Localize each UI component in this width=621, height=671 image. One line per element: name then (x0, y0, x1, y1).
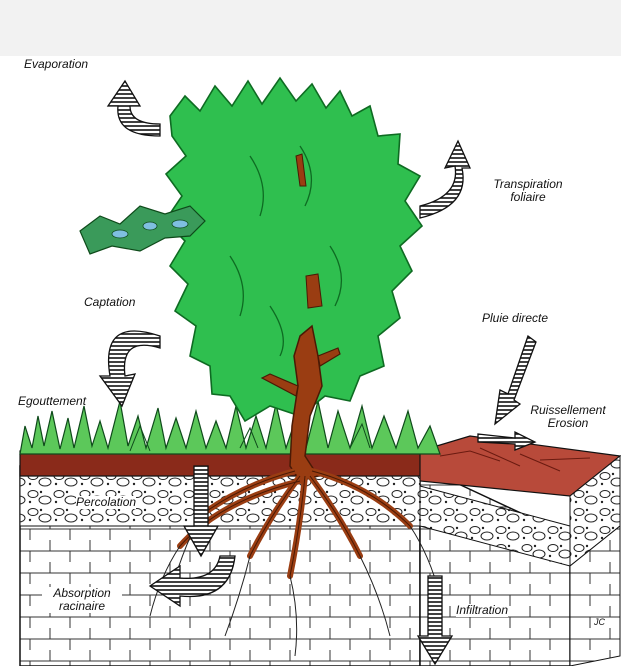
label-evaporation: Evaporation (24, 58, 88, 71)
label-pluie-directe: Pluie directe (482, 312, 548, 325)
label-infiltration: Infiltration (456, 604, 508, 617)
label-captation: Captation (84, 296, 135, 309)
evaporation-arrow (108, 81, 160, 136)
label-ruissellement-line2: Erosion (516, 417, 620, 430)
captation-arrow (100, 331, 160, 406)
label-ruissellement: Ruissellement Erosion (516, 404, 620, 430)
label-transpiration: Transpiration foliaire (478, 178, 578, 204)
label-egouttement: Egouttement (18, 395, 86, 408)
litter-layer (20, 451, 450, 476)
transpiration-arrow (420, 141, 470, 218)
label-absorption: Absorption racinaire (42, 587, 122, 613)
water-cycle-tree-diagram: Evaporation Transpiration foliaire Capta… (0, 56, 621, 666)
top-blank-band (0, 0, 621, 56)
diagram-svg (0, 56, 621, 666)
label-transpiration-line2: foliaire (478, 191, 578, 204)
label-percolation: Percolation (76, 496, 136, 509)
label-absorption-line2: racinaire (42, 600, 122, 613)
grass-strip (20, 401, 440, 454)
signature: JC (594, 616, 605, 629)
